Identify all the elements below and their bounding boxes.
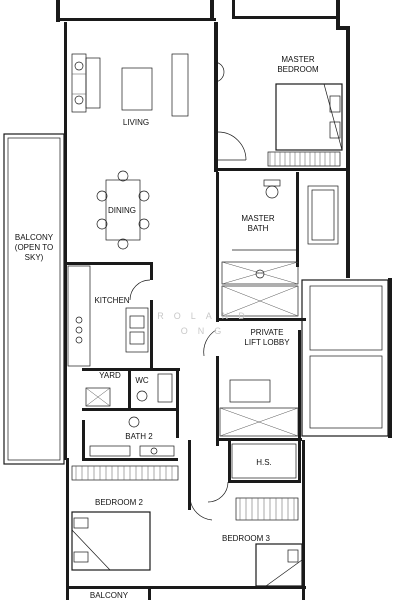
living-door-swing — [217, 131, 247, 161]
label-lift-lobby-2: LIFT LOBBY — [244, 338, 290, 347]
label-master-bedroom-1: MASTER — [281, 55, 315, 64]
dining-table — [96, 170, 150, 250]
bedroom3-door-swing — [207, 481, 229, 503]
lobby-door-swing — [203, 329, 217, 357]
balcony-open-to-sky — [3, 133, 65, 465]
label-kitchen: KITCHEN — [94, 296, 129, 305]
label-balcony-1: BALCONY — [15, 233, 54, 242]
bedroom2-furniture — [71, 465, 213, 571]
label-yard: YARD — [99, 371, 121, 380]
label-wc: WC — [135, 376, 149, 385]
label-master-bedroom-2: BEDROOM — [277, 65, 319, 74]
label-living: LIVING — [123, 118, 149, 127]
label-balcony-bottom: BALCONY — [90, 591, 129, 600]
master-door-swing — [213, 61, 225, 83]
master-bed — [213, 61, 343, 151]
bedroom3-furniture — [207, 481, 303, 587]
watermark-line2: ONG — [181, 326, 232, 336]
kitchen-counters — [67, 265, 151, 367]
kitchen-door-swing — [129, 279, 151, 301]
master-bath-fixtures — [221, 179, 339, 317]
label-balcony-2: (OPEN TO — [15, 243, 53, 252]
label-master-bath-1: MASTER — [241, 214, 275, 223]
living-sofa-set — [71, 53, 189, 117]
label-bath2: BATH 2 — [125, 432, 153, 441]
watermark-line1: ROLAND — [157, 311, 255, 321]
label-dining: DINING — [108, 206, 136, 215]
walls — [56, 0, 392, 600]
label-master-bath-2: BATH — [248, 224, 269, 233]
bedroom2-door-swing — [189, 497, 213, 521]
label-bedroom3: BEDROOM 3 — [222, 534, 271, 543]
label-balcony-3: SKY) — [25, 253, 44, 262]
master-wardrobe — [267, 151, 341, 167]
lobby-cabinet — [219, 379, 299, 437]
label-bedroom2: BEDROOM 2 — [95, 498, 144, 507]
lift-shafts — [301, 279, 389, 437]
label-lift-lobby-1: PRIVATE — [250, 328, 283, 337]
household-shelter — [231, 443, 297, 479]
yard-wc-fixtures — [85, 373, 175, 457]
label-hs: H.S. — [256, 458, 272, 467]
room-labels: MASTER BEDROOM LIVING DINING MASTER BATH… — [15, 55, 319, 600]
